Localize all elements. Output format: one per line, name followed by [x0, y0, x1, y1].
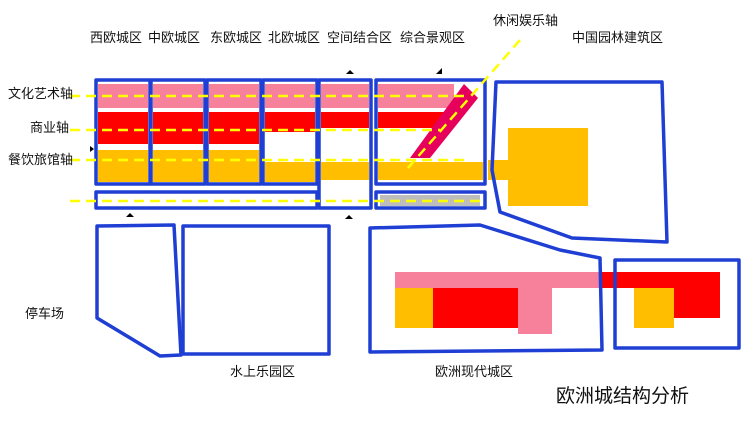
label-east-zone: 东欧城区 [210, 31, 262, 46]
triangle-marker [346, 70, 354, 74]
outline-north [261, 78, 319, 186]
commerce-band-north [265, 112, 315, 132]
outline-east-modern [613, 258, 741, 350]
commerce-band-west [98, 112, 148, 144]
label-garden-zone: 中国园林建筑区 [572, 30, 663, 46]
east-red-block [674, 288, 720, 318]
outline-modern [368, 223, 604, 354]
modern-red-block [433, 288, 518, 328]
garden-core [508, 128, 588, 206]
label-leisure-axis: 休闲娱乐轴 [493, 14, 558, 29]
leisure-axis-line [407, 39, 521, 169]
outline-space [317, 78, 373, 210]
modern-pink-band [395, 272, 602, 288]
commerce-band-east [209, 112, 259, 144]
label-parking: 停车场 [25, 306, 64, 322]
dining-band-east [209, 150, 259, 182]
outline-landscape [374, 78, 487, 186]
commerce-band-central [153, 112, 203, 144]
modern-pink-stem [518, 288, 552, 334]
dining-band-landscape [378, 162, 483, 180]
commerce-band-landscape [378, 112, 450, 128]
outline-garden [490, 80, 669, 244]
label-landscape-zone: 综合景观区 [400, 31, 465, 46]
east-red-band [602, 272, 720, 288]
dining-band-central [153, 150, 203, 182]
outline-water-park [181, 224, 331, 356]
label-central-zone: 中欧城区 [148, 31, 200, 46]
culture-band-north [265, 84, 315, 108]
dining-band-north [265, 162, 315, 182]
label-commerce-axis: 商业轴 [30, 121, 69, 136]
leisure-strip [410, 84, 478, 158]
diagram-title: 欧洲城结构分析 [556, 385, 689, 407]
label-north-zone: 北欧城区 [268, 31, 320, 46]
label-space-zone: 空间结合区 [327, 31, 392, 46]
dining-band-space [321, 162, 369, 180]
markers [90, 68, 442, 219]
label-west-zone: 西欧城区 [90, 31, 142, 46]
triangle-marker [436, 68, 442, 74]
axis-lines [70, 39, 521, 203]
top-zone-bands [98, 84, 483, 182]
zone-labels: 西欧城区 中欧城区 东欧城区 北欧城区 空间结合区 综合景观区 休闲娱乐轴 中国… [8, 14, 689, 407]
outline-central [149, 78, 207, 186]
label-culture-axis: 文化艺术轴 [8, 87, 73, 102]
label-water-park: 水上乐园区 [230, 365, 295, 380]
dining-band-west [98, 150, 148, 182]
label-modern-zone: 欧洲现代城区 [435, 365, 513, 380]
label-dining-axis: 餐饮旅馆轴 [8, 152, 73, 168]
modern-yellow-block [395, 288, 433, 328]
outline-parking [95, 223, 183, 358]
east-yellow-block [634, 288, 674, 328]
triangle-marker [90, 146, 94, 152]
triangle-marker [126, 213, 134, 217]
commerce-band-space [321, 112, 369, 128]
culture-band-central [153, 84, 203, 108]
outline-east [205, 78, 263, 186]
triangle-marker [345, 215, 353, 219]
